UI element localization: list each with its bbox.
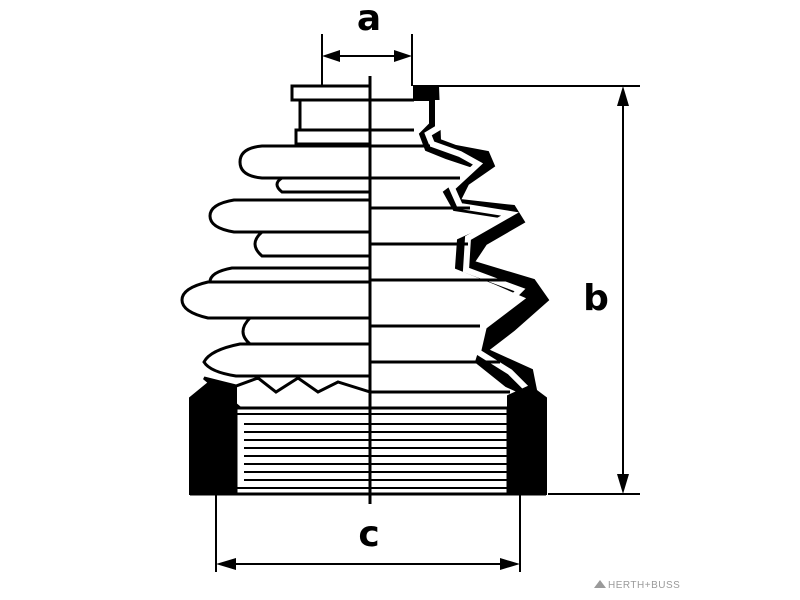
dimension-b-arrow-top [617,86,629,106]
boot-wall-inner-highlight [424,100,529,391]
bottom-collar-section [368,406,510,496]
top-collar-flange [294,128,372,146]
top-collar-lip [290,84,372,102]
bellow-fold-5 [202,342,372,378]
boot-exterior-half [180,84,372,496]
bellow-fold-1 [238,144,372,180]
bellow-valley-2 [253,230,372,258]
dimension-a: a [321,0,413,86]
bellow-fold-2 [208,198,372,234]
dimension-c: c [215,494,521,572]
dimension-b: b [438,85,640,495]
dimension-c-arrow-left [216,558,236,570]
collar-ribs [236,413,526,489]
bellow-valley-1 [275,176,372,194]
dimension-a-arrow-right [394,50,412,62]
dimension-b-arrow-bottom [617,474,629,494]
bottom-collar-bead-left [189,378,237,495]
dimension-c-label: c [358,514,379,555]
bellow-valley-4 [241,316,372,346]
dimension-b-label: b [583,278,609,319]
brand-watermark-text: HERTH+BUSS [608,580,680,591]
top-collar-neck [298,98,372,132]
brand-logo-icon [594,580,606,588]
bellow-fold-4 [180,280,372,320]
brand-watermark: HERTH+BUSS [594,580,680,591]
dimension-a-arrow-left [322,50,340,62]
dimension-a-label: a [357,0,381,39]
bottom-collar-body [234,406,372,496]
dimension-c-arrow-right [500,558,520,570]
interior-lines [370,98,520,394]
